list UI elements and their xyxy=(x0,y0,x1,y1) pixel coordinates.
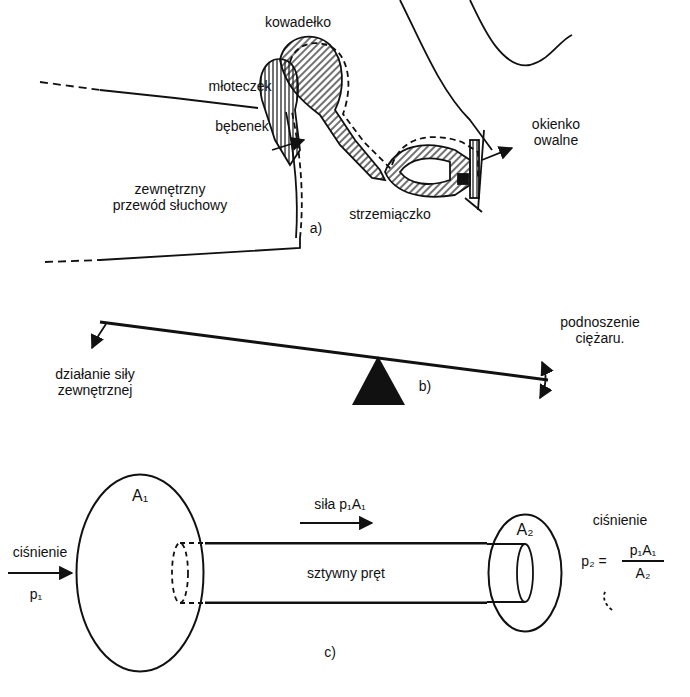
pressure-label: ciśnienie xyxy=(593,512,647,528)
part-name: strzemiączko xyxy=(349,206,431,222)
formula-part: p₁A₁ xyxy=(630,542,657,558)
rod-label: sztywny pręt xyxy=(304,565,388,581)
part-name: bębenek xyxy=(215,118,269,134)
formula-part: p₂ = xyxy=(581,553,606,569)
formula-part: A₂ xyxy=(636,565,651,581)
ear-drawing xyxy=(40,0,572,262)
lever-note: działanie siły zewnętrznej xyxy=(35,366,155,398)
piston-drawing xyxy=(8,523,664,610)
figure-letter: b) xyxy=(419,378,431,394)
lever-drawing xyxy=(92,322,548,405)
part-name: młoteczek xyxy=(208,78,271,94)
area-symbol: A₂ xyxy=(487,521,563,539)
pressure-symbol: p₁ xyxy=(30,586,43,602)
part-name: okienko owalne xyxy=(520,116,592,148)
area-symbol: A₁ xyxy=(75,487,205,505)
part-name: zewnętrzny przewód słuchowy xyxy=(110,181,230,213)
force-label: siła p₁A₁ xyxy=(314,496,365,512)
pressure-label: ciśnienie xyxy=(13,544,67,560)
small-piston-area: A₂ xyxy=(487,513,563,633)
figure-letter: a) xyxy=(310,220,322,236)
lever-note: podnoszenie ciężaru. xyxy=(550,314,650,346)
large-piston-area: A₁ xyxy=(75,473,205,673)
figure-letter: c) xyxy=(324,644,336,660)
part-name: kowadełko xyxy=(265,14,331,30)
